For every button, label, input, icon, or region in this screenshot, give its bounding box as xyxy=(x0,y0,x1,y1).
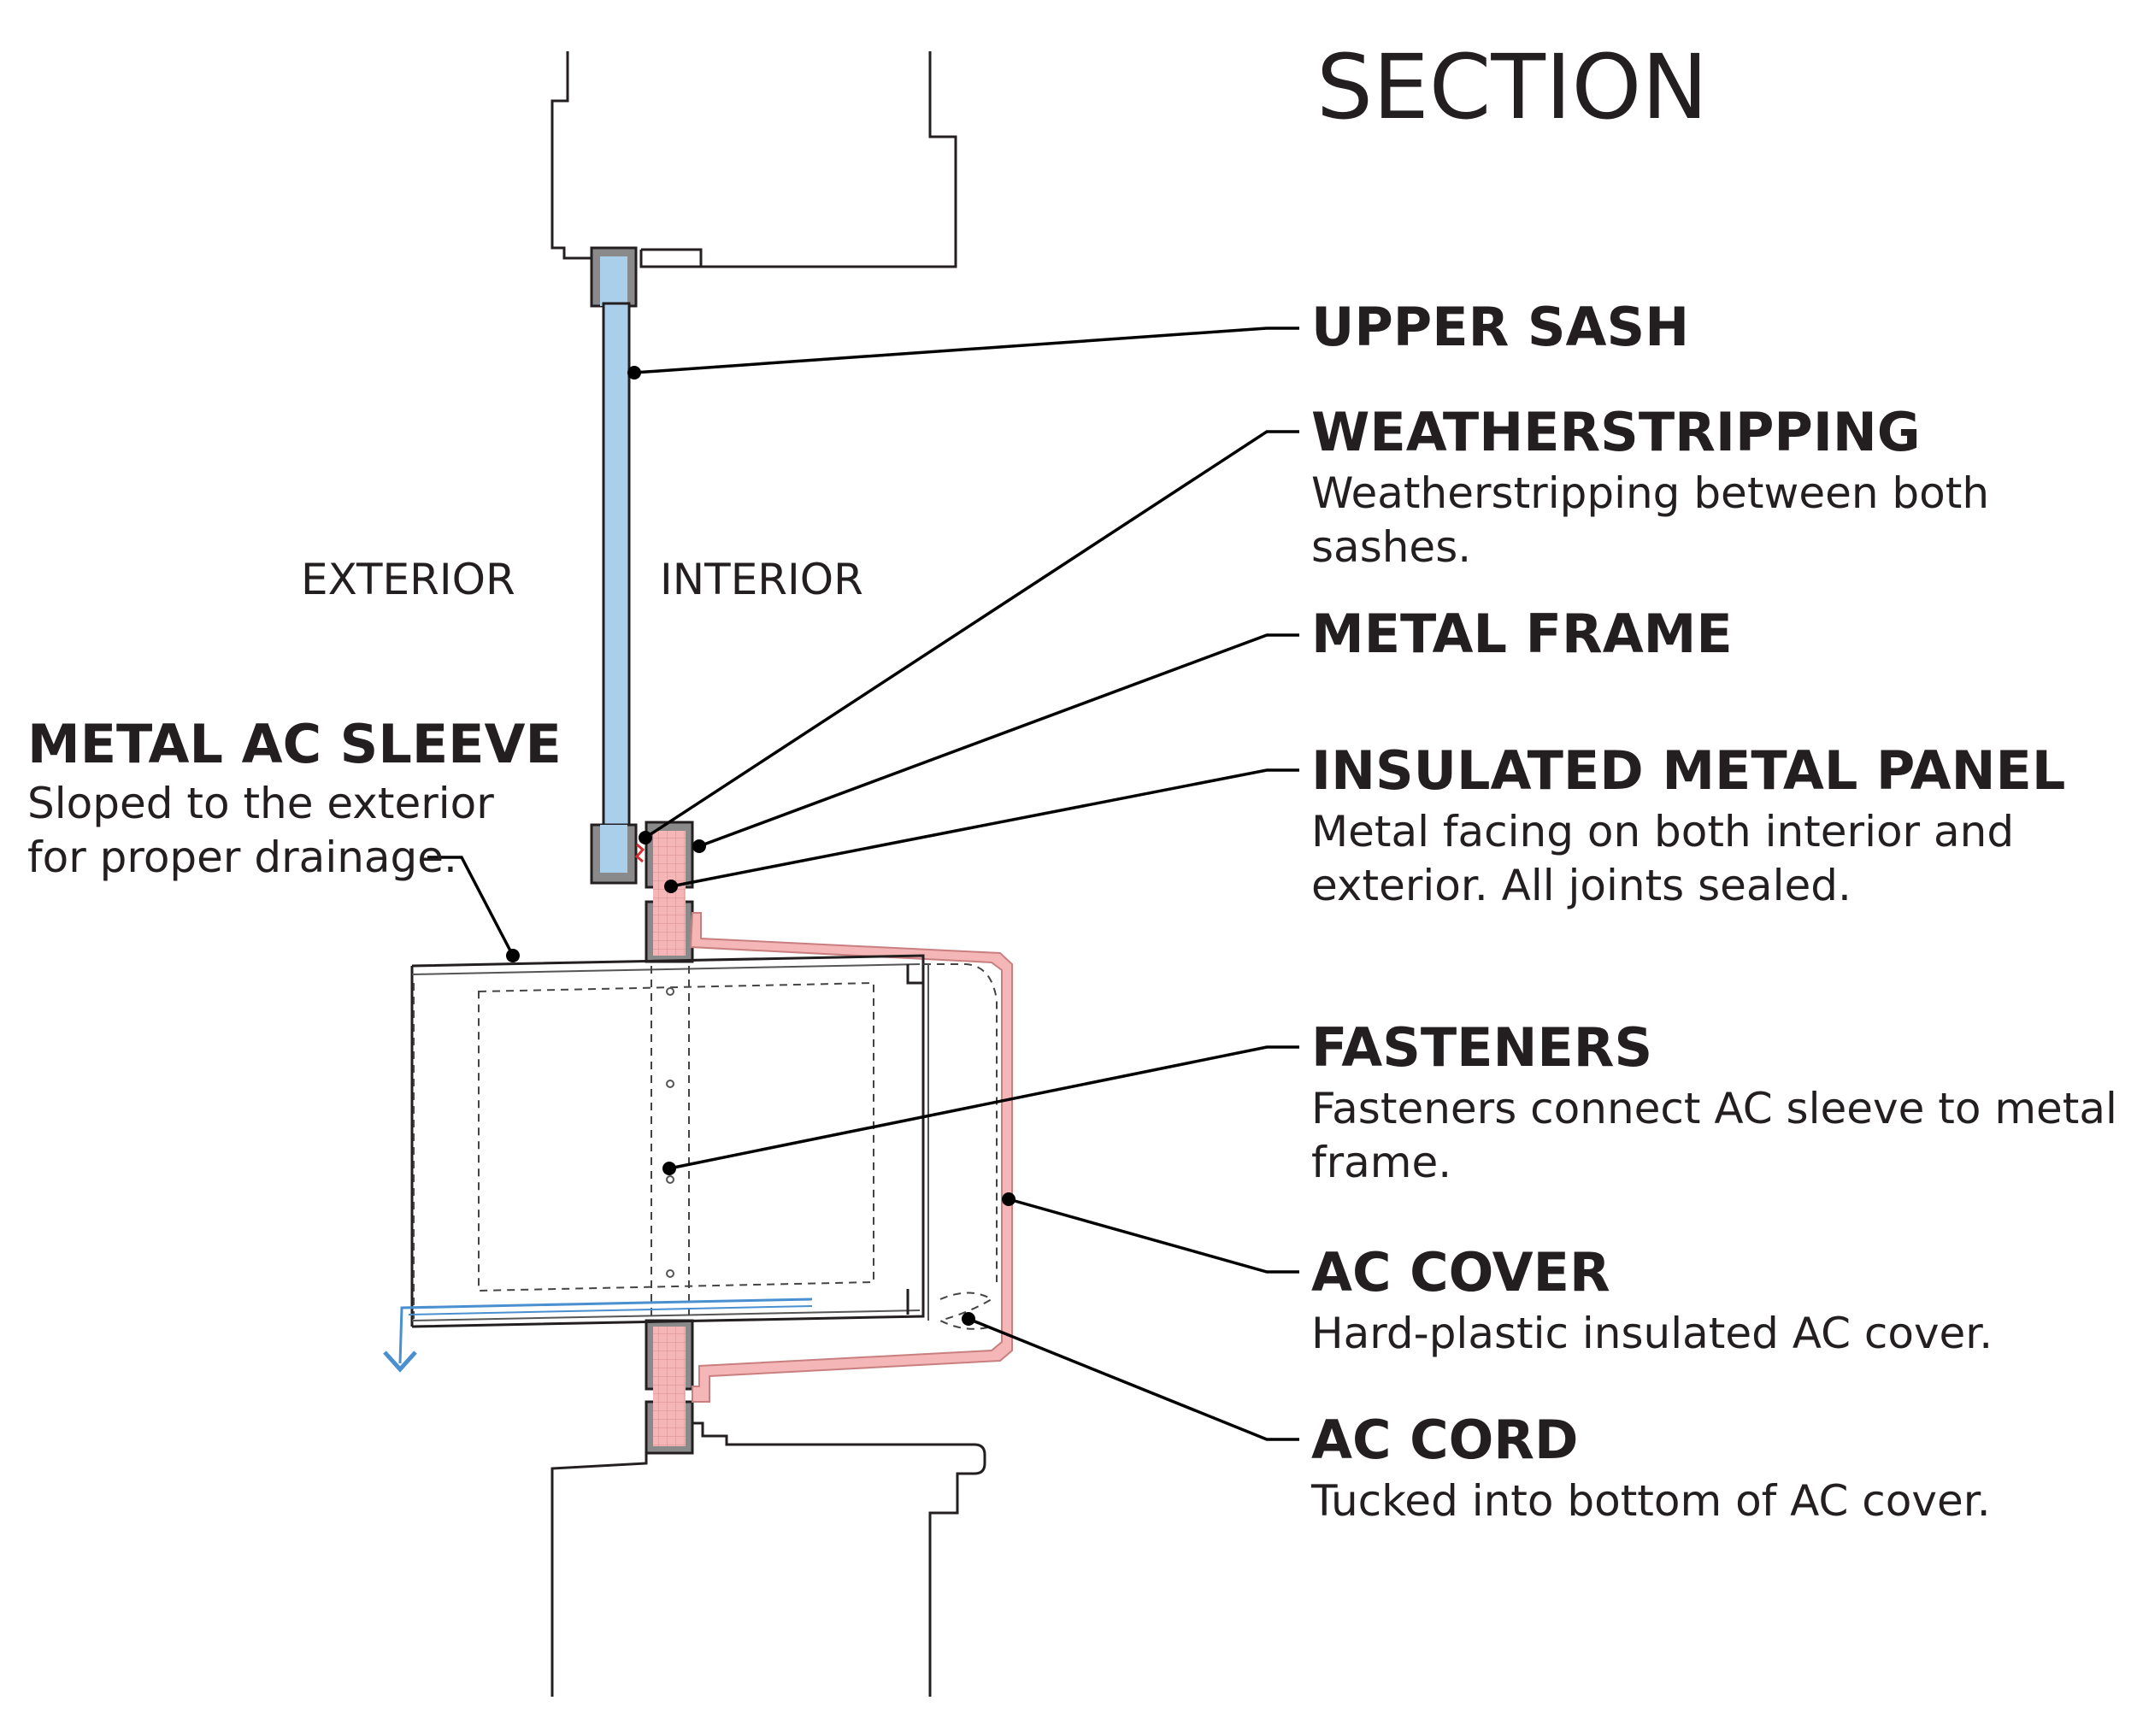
callout-heading: METAL AC SLEEVE xyxy=(27,713,562,775)
callout-heading: FASTENERS xyxy=(1311,1016,1652,1079)
insulated-metal-panel-lower xyxy=(645,1319,694,1455)
callout-heading: AC CORD xyxy=(1311,1409,1578,1471)
callout-upper-sash: UPPER SASH xyxy=(1311,296,1689,358)
upper-jamb xyxy=(550,51,957,268)
callout-heading: UPPER SASH xyxy=(1311,296,1689,358)
callout-text: for proper drainage. xyxy=(27,833,457,882)
callout-text: Hard-plastic insulated AC cover. xyxy=(1311,1309,1993,1358)
callout-text: Tucked into bottom of AC cover. xyxy=(1310,1476,1991,1526)
callout-text: Weatherstripping between both xyxy=(1311,468,1989,518)
callout-text: Fasteners connect AC sleeve to metal xyxy=(1311,1084,2117,1133)
metal-ac-sleeve xyxy=(410,954,925,1328)
ac-cord xyxy=(938,1292,993,1330)
callout-heading: AC COVER xyxy=(1311,1241,1610,1303)
weatherstripping-seal xyxy=(634,843,645,863)
exterior-label: EXTERIOR xyxy=(301,555,515,604)
callout-insulated-metal-panel: INSULATED METAL PANEL Metal facing on bo… xyxy=(1311,739,2065,910)
diagram-title: SECTION xyxy=(1316,35,1708,139)
ac-unit xyxy=(413,963,998,1321)
callout-text: Metal facing on both interior and xyxy=(1311,807,2014,856)
upper-sash xyxy=(590,246,638,885)
callout-weatherstripping: WEATHERSTRIPPING Weatherstripping betwee… xyxy=(1311,401,1989,572)
ac-cover xyxy=(689,912,1013,1403)
callout-metal-ac-sleeve: METAL AC SLEEVE Sloped to the exterior f… xyxy=(27,713,562,882)
interior-label: INTERIOR xyxy=(660,555,863,604)
callout-ac-cord: AC CORD Tucked into bottom of AC cover. xyxy=(1310,1409,1991,1526)
callout-fasteners: FASTENERS Fasteners connect AC sleeve to… xyxy=(1311,1016,2117,1187)
callout-heading: METAL FRAME xyxy=(1311,603,1733,665)
callout-ac-cover: AC COVER Hard-plastic insulated AC cover… xyxy=(1311,1241,1993,1358)
callout-text: frame. xyxy=(1311,1138,1451,1187)
callout-text: Sloped to the exterior xyxy=(27,779,494,828)
drainage-arrow xyxy=(383,1298,813,1373)
callout-metal-frame: METAL FRAME xyxy=(1311,603,1733,665)
callout-text: sashes. xyxy=(1311,522,1471,572)
sill xyxy=(550,1421,986,1697)
leader-lines xyxy=(427,327,1299,1441)
callout-text: exterior. All joints sealed. xyxy=(1311,861,1851,910)
callout-heading: WEATHERSTRIPPING xyxy=(1311,401,1921,463)
callout-heading: INSULATED METAL PANEL xyxy=(1311,739,2065,802)
